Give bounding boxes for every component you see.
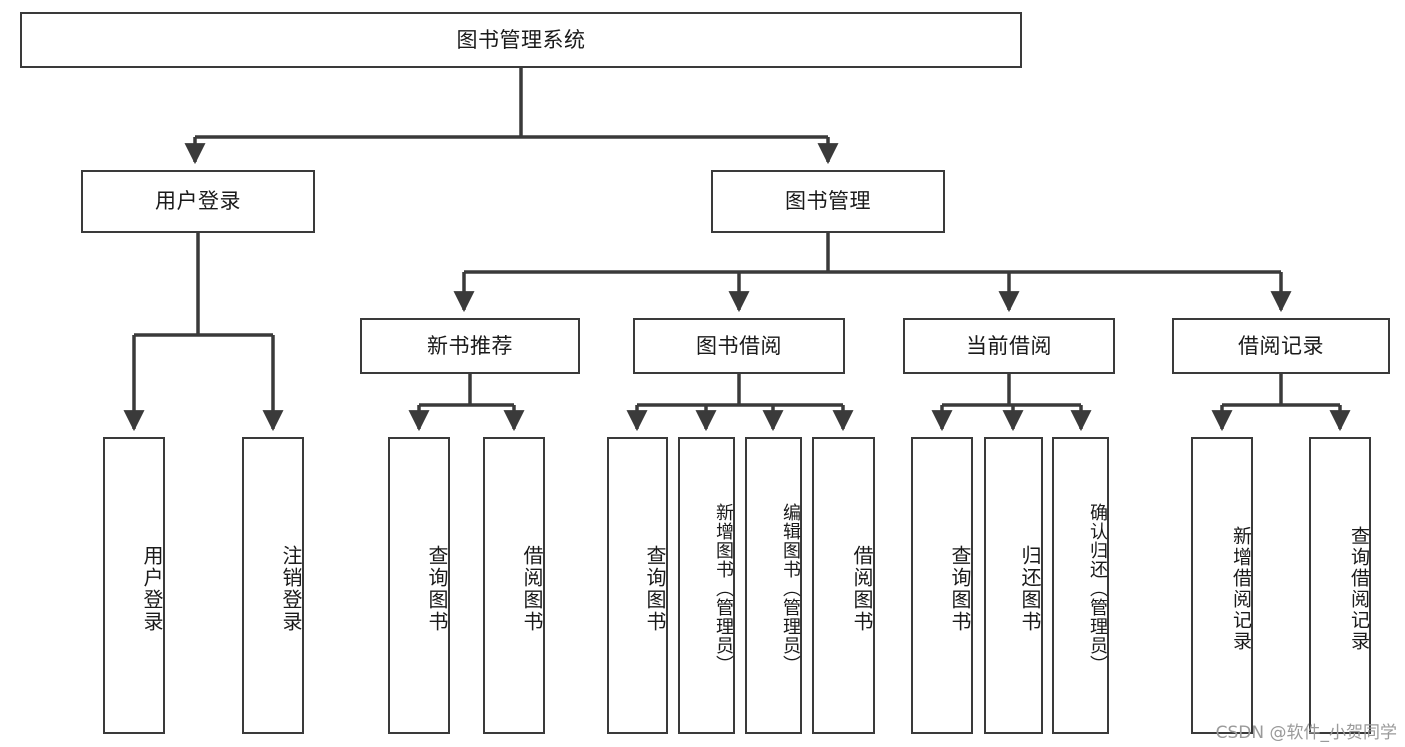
node-leaf-add-book[interactable]: 新增图书（管理员） [678, 437, 735, 734]
node-root[interactable]: 图书管理系统 [20, 12, 1022, 68]
node-leaf-edit-book[interactable]: 编辑图书（管理员） [745, 437, 802, 734]
node-leaf-query-book-2-label: 查询图书 [643, 544, 667, 633]
node-new-book-rec-label: 新书推荐 [427, 333, 513, 358]
node-leaf-return-book[interactable]: 归还图书 [984, 437, 1043, 734]
node-leaf-query-book-3-label: 查询图书 [948, 544, 972, 633]
node-leaf-query-book-3[interactable]: 查询图书 [911, 437, 973, 734]
node-leaf-query-book-1-label: 查询图书 [425, 544, 449, 633]
node-leaf-add-record[interactable]: 新增借阅记录 [1191, 437, 1253, 734]
node-leaf-borrow-book-2[interactable]: 借阅图书 [812, 437, 875, 734]
node-leaf-user-login-label: 用户登录 [140, 544, 164, 633]
node-book-manage[interactable]: 图书管理 [711, 170, 945, 233]
node-leaf-query-book-2[interactable]: 查询图书 [607, 437, 668, 734]
node-current-borrow-label: 当前借阅 [966, 333, 1052, 358]
node-current-borrow[interactable]: 当前借阅 [903, 318, 1115, 374]
csdn-watermark: CSDN @软件_小贺同学 [1215, 723, 1397, 743]
node-leaf-borrow-book-1-label: 借阅图书 [520, 544, 544, 633]
node-leaf-borrow-book-2-label: 借阅图书 [850, 544, 874, 633]
node-borrow-record-label: 借阅记录 [1238, 333, 1324, 358]
node-root-label: 图书管理系统 [456, 27, 586, 52]
node-leaf-query-book-1[interactable]: 查询图书 [388, 437, 450, 734]
node-leaf-borrow-book-1[interactable]: 借阅图书 [483, 437, 545, 734]
node-new-book-rec[interactable]: 新书推荐 [360, 318, 580, 374]
node-borrow-record[interactable]: 借阅记录 [1172, 318, 1390, 374]
node-leaf-query-record-label: 查询借阅记录 [1348, 525, 1370, 652]
node-leaf-add-record-label: 新增借阅记录 [1230, 525, 1252, 652]
node-leaf-edit-book-label: 编辑图书（管理员） [780, 503, 801, 674]
node-book-borrow[interactable]: 图书借阅 [633, 318, 845, 374]
node-leaf-user-login[interactable]: 用户登录 [103, 437, 165, 734]
node-leaf-user-logout[interactable]: 注销登录 [242, 437, 304, 734]
node-leaf-return-book-label: 归还图书 [1018, 544, 1042, 633]
node-leaf-user-logout-label: 注销登录 [279, 544, 303, 633]
node-user-login-label: 用户登录 [155, 189, 241, 214]
node-user-login[interactable]: 用户登录 [81, 170, 315, 233]
node-leaf-query-record[interactable]: 查询借阅记录 [1309, 437, 1371, 734]
node-book-manage-label: 图书管理 [785, 189, 871, 214]
node-book-borrow-label: 图书借阅 [696, 333, 782, 358]
node-leaf-confirm-return[interactable]: 确认归还（管理员） [1052, 437, 1109, 734]
node-leaf-add-book-label: 新增图书（管理员） [713, 503, 734, 674]
node-leaf-confirm-return-label: 确认归还（管理员） [1087, 503, 1108, 674]
